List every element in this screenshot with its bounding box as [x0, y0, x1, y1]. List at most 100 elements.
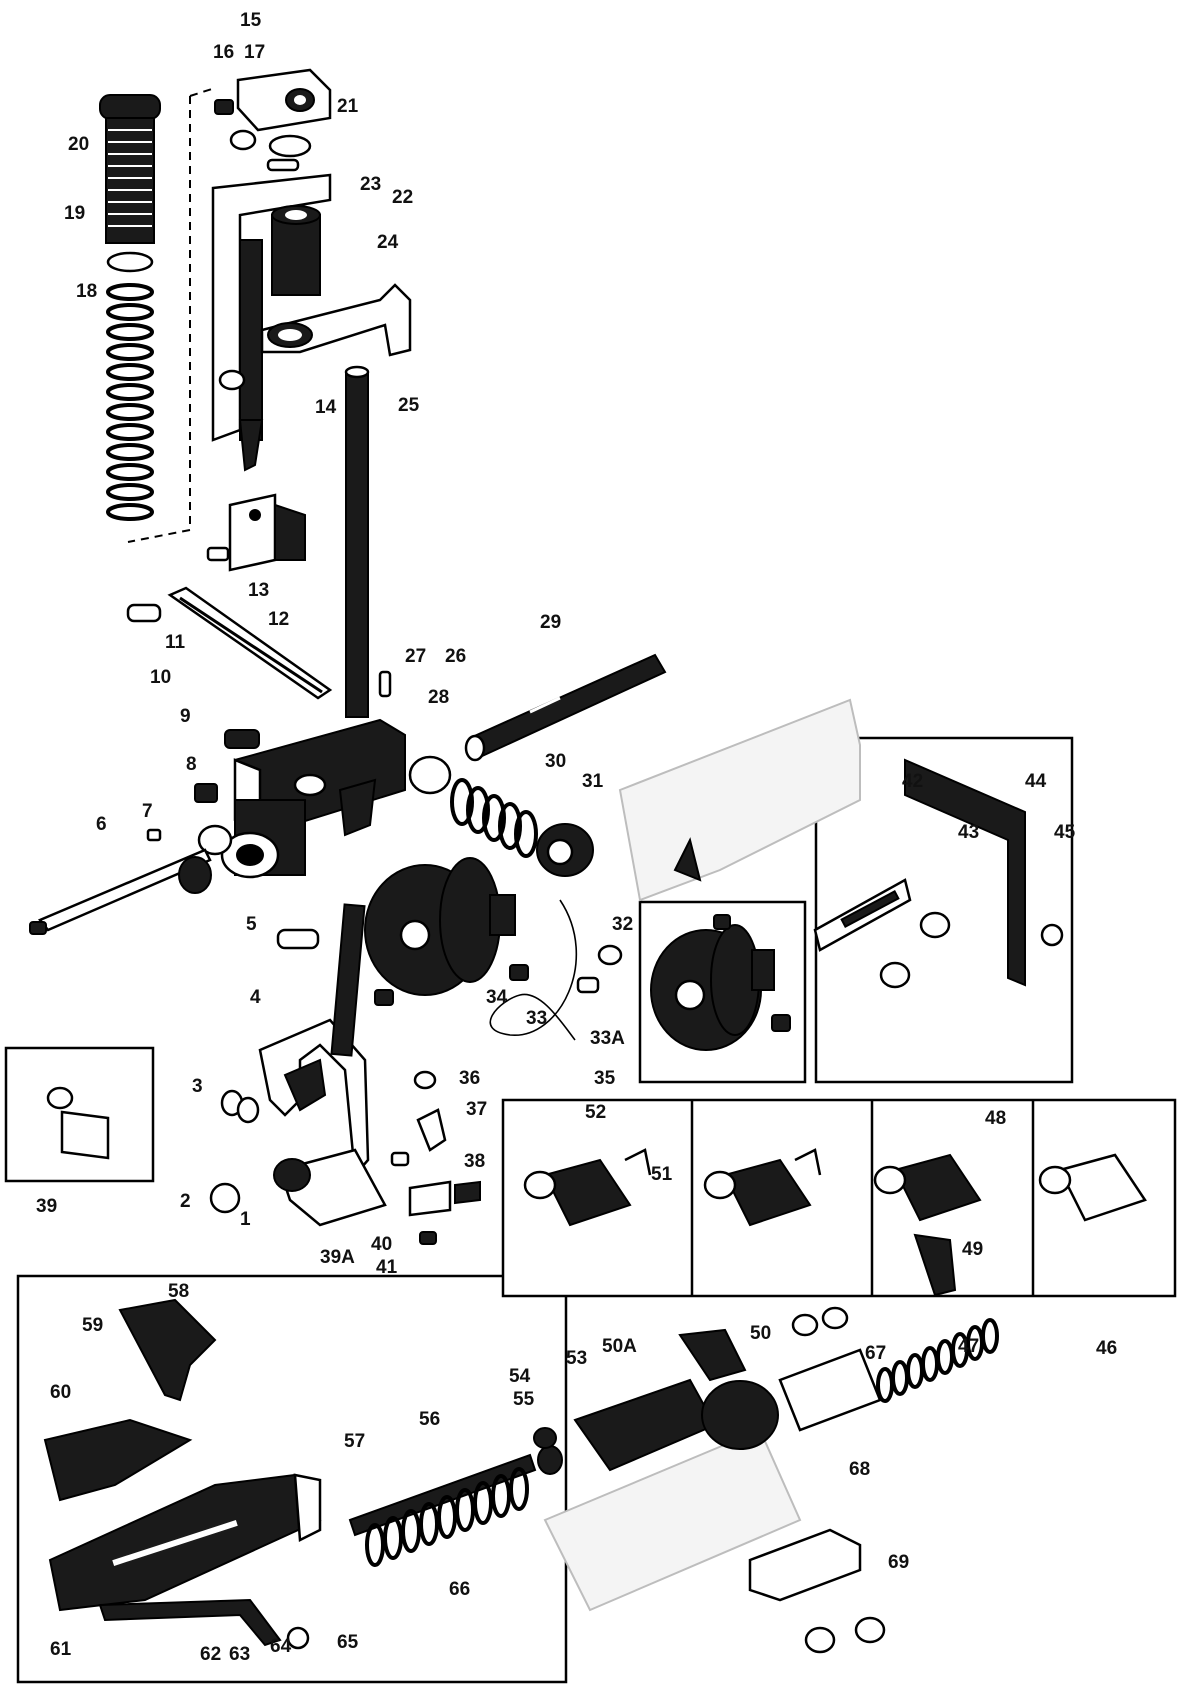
callout-label-50a: 50A: [602, 1336, 637, 1357]
callout-label-67: 67: [865, 1343, 886, 1364]
feed-spring: [450, 778, 538, 858]
callout-label-34: 34: [486, 987, 508, 1008]
screw-67a: [791, 1313, 819, 1337]
callout-label-9: 9: [180, 706, 191, 727]
callout-label-45: 45: [1054, 822, 1076, 843]
washer-3b: [236, 1096, 260, 1124]
callout-label-48: 48: [985, 1108, 1006, 1129]
bracket-68: [748, 1528, 862, 1602]
callout-label-46: 46: [1096, 1338, 1117, 1359]
callout-label-37: 37: [466, 1099, 487, 1120]
presser-foot-variant-50a: [523, 1148, 652, 1227]
callout-label-21: 21: [337, 96, 359, 117]
presser-foot-variant-50: [703, 1148, 822, 1227]
screw-65: [286, 1626, 310, 1650]
bushing-28: [408, 755, 452, 795]
pin-11: [126, 603, 162, 623]
callout-label-38: 38: [464, 1151, 485, 1172]
callout-label-47: 47: [958, 1336, 979, 1357]
washer: [106, 251, 154, 273]
callout-label-32: 32: [612, 914, 633, 935]
shaft-56: [348, 1445, 563, 1537]
detail-frame-presser-feet: [501, 1098, 1177, 1298]
presser-foot-detail-39: [46, 1086, 110, 1160]
presser-spring: [106, 283, 154, 521]
callout-label-20: 20: [68, 134, 89, 155]
screw-67b: [821, 1306, 849, 1330]
callout-label-35: 35: [594, 1068, 616, 1089]
machine-head-ghost: [618, 698, 861, 902]
callout-label-58: 58: [168, 1281, 189, 1302]
screw-13: [206, 546, 230, 562]
feed-plate-60: [43, 1418, 193, 1502]
pin-5: [276, 928, 320, 950]
callout-label-30: 30: [545, 751, 566, 772]
pin-7: [146, 828, 162, 842]
feed-shaft: [464, 653, 667, 762]
presser-foot-variant-47: [873, 1153, 982, 1297]
callout-label-27: 27: [405, 646, 426, 667]
callout-label-11: 11: [165, 632, 186, 653]
callout-label-40: 40: [371, 1234, 392, 1255]
dashed-bracket: [127, 96, 191, 543]
callout-label-31: 31: [582, 771, 604, 792]
callout-label-18: 18: [76, 281, 97, 302]
detail-frame-34: [638, 900, 807, 1084]
slide-plate-57: [48, 1473, 322, 1612]
detail-frame-42-45: [814, 736, 1074, 1084]
presser-foot: [273, 1148, 387, 1227]
callout-label-3: 3: [192, 1076, 203, 1097]
pin-27: [378, 670, 392, 698]
callout-label-66: 66: [449, 1579, 470, 1600]
lever-64: [98, 1598, 282, 1647]
screw-9: [224, 729, 260, 749]
screw-69b: [854, 1616, 886, 1644]
washer-21: [268, 134, 312, 158]
callout-label-29: 29: [540, 612, 561, 633]
feed-dog-39a: [408, 1180, 481, 1217]
callout-label-43: 43: [958, 822, 979, 843]
screw-38: [390, 1151, 410, 1167]
callout-label-5: 5: [246, 914, 257, 935]
pattern-cam-wheel: [364, 857, 516, 996]
callout-label-59: 59: [82, 1315, 103, 1336]
cam-wheel-detail: [650, 914, 791, 1051]
presser-bar-thumb-screw: [99, 94, 161, 244]
thumb-screw-2: [209, 1182, 241, 1214]
callout-label-19: 19: [64, 203, 85, 224]
guide-plate: [211, 173, 332, 472]
presser-bar-guide-bracket: [236, 68, 332, 132]
callout-label-22: 22: [392, 187, 413, 208]
shaft-end-screw: [29, 921, 47, 935]
callout-label-36: 36: [459, 1068, 480, 1089]
lifter-link: [167, 586, 333, 700]
callout-label-17: 17: [244, 42, 265, 63]
thread-guide-block: [228, 493, 306, 572]
assembled-feed-unit: [543, 1318, 999, 1612]
callout-label-28: 28: [428, 687, 449, 708]
callout-label-53: 53: [566, 1348, 587, 1369]
callout-label-49: 49: [962, 1239, 983, 1260]
callout-label-23: 23: [360, 174, 381, 195]
callout-label-7: 7: [142, 801, 153, 822]
screw-69a: [804, 1626, 836, 1654]
callout-label-41: 41: [376, 1257, 398, 1278]
presser-bar-bracket: [197, 718, 406, 879]
callout-label-63: 63: [229, 1644, 250, 1665]
callout-label-2: 2: [180, 1191, 191, 1212]
callout-label-69: 69: [888, 1552, 909, 1573]
callout-label-33a: 33A: [590, 1028, 625, 1049]
callout-label-62: 62: [200, 1644, 221, 1665]
dashed-link-15: [189, 87, 216, 97]
callout-label-4: 4: [250, 987, 261, 1008]
set-screw-16: [214, 99, 234, 115]
bushing: [271, 205, 321, 296]
screw-17: [229, 129, 257, 151]
screw-14: [218, 369, 246, 391]
wire-spring: [489, 899, 578, 1041]
callout-label-65: 65: [337, 1632, 359, 1653]
callout-label-55: 55: [513, 1389, 535, 1410]
callout-label-24: 24: [377, 232, 399, 253]
